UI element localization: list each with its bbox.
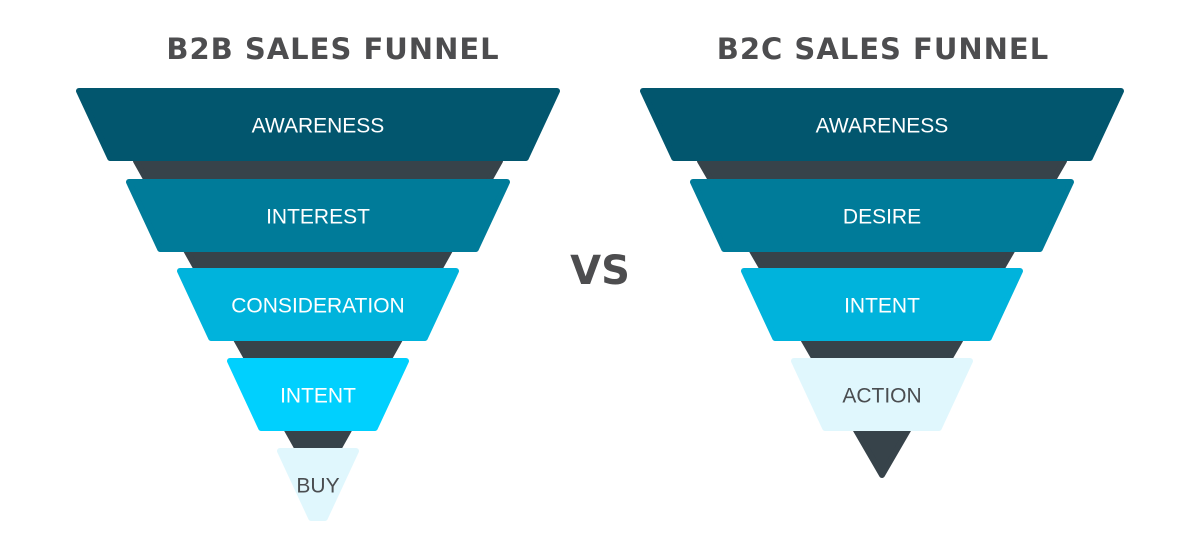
stage-shape: [277, 448, 359, 521]
funnel-stage-intent: INTENT: [227, 358, 409, 431]
stage-shape: [791, 358, 973, 431]
funnel-stage-action: ACTION: [791, 358, 973, 431]
stage-label: INTEREST: [266, 206, 370, 229]
stage-label: INTENT: [280, 385, 356, 408]
stage-shape: [177, 268, 459, 341]
stage-shape: [126, 179, 510, 252]
stage-label: AWARENESS: [252, 115, 385, 138]
stage-shape: [76, 88, 560, 161]
stage-label: CONSIDERATION: [231, 295, 404, 318]
vs-label: VS: [570, 248, 630, 294]
funnel-stage-buy: BUY: [277, 448, 359, 521]
b2b-funnel-title: B2B SALES FUNNEL: [166, 32, 499, 66]
stage-shape: [227, 358, 409, 431]
funnel-stage-interest: INTEREST: [126, 179, 510, 252]
stage-label: DESIRE: [843, 206, 921, 229]
stage-shape: [690, 179, 1074, 252]
funnel-stage-desire: DESIRE: [690, 179, 1074, 252]
b2b-funnel: AWARENESS INTEREST CONSIDERATION INTENT BUY: [76, 88, 560, 521]
stage-label: BUY: [296, 475, 339, 498]
stage-shape: [741, 268, 1023, 341]
stage-shape: [640, 88, 1124, 161]
stage-label: ACTION: [842, 385, 921, 408]
b2c-funnel-title: B2C SALES FUNNEL: [717, 32, 1049, 66]
stage-label: INTENT: [844, 295, 920, 318]
stage-label: AWARENESS: [816, 115, 949, 138]
b2c-funnel: AWARENESS DESIRE INTENT ACTION: [640, 88, 1124, 478]
funnel-stage-consideration: CONSIDERATION: [177, 268, 459, 341]
funnel-stage-awareness: AWARENESS: [76, 88, 560, 161]
funnel-stage-awareness: AWARENESS: [640, 88, 1124, 161]
funnel-stage-intent: INTENT: [741, 268, 1023, 341]
